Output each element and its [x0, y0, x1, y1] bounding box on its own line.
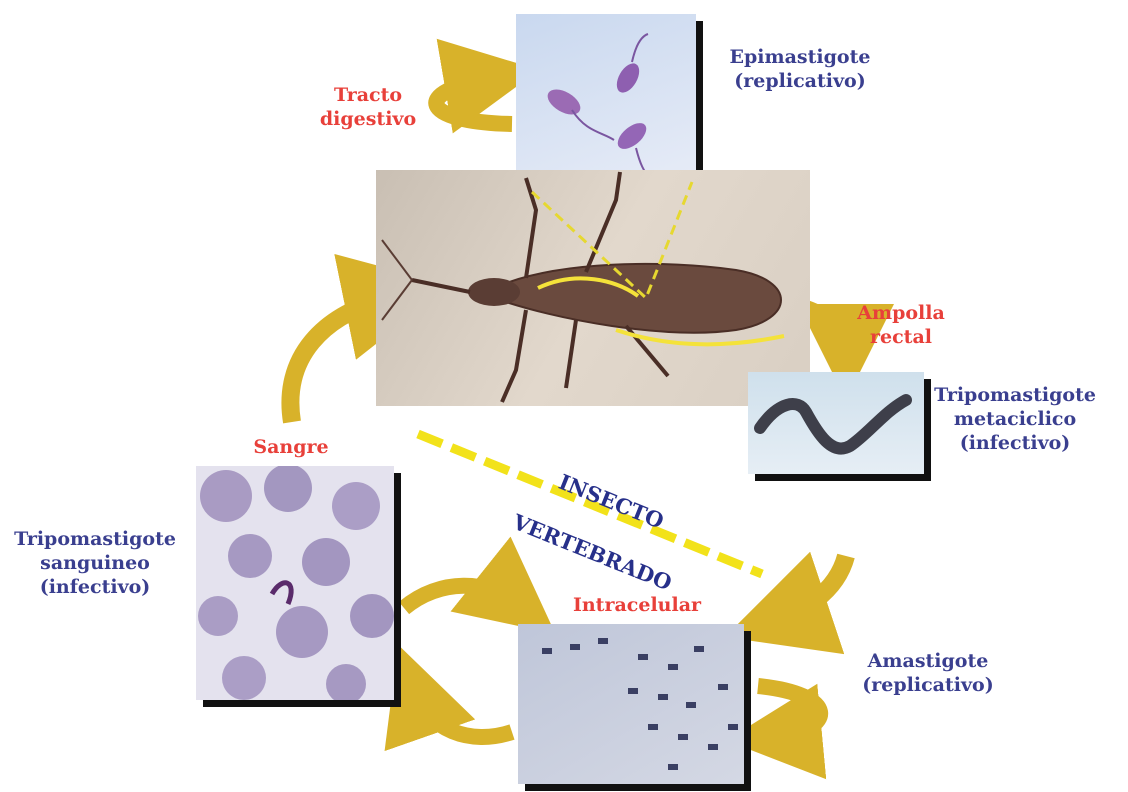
sangre-label: Sangre: [246, 436, 336, 460]
epimastigote-label: Epimastigote (replicativo): [720, 46, 880, 94]
sanguineo-line-1: Tripomastigote: [6, 528, 184, 552]
tripomastigote-metaciclico-label: Tripomastigote metaciclico (infectivo): [930, 384, 1100, 455]
metaciclico-parasite: [748, 372, 924, 474]
metaciclico-line-1: Tripomastigote: [930, 384, 1100, 408]
ampolla-rectal-label: Ampolla rectal: [846, 302, 956, 350]
amastigote-loop-arrow: [758, 686, 820, 736]
triatomine-bug: [376, 170, 810, 406]
metaciclico-line-2: metaciclico: [930, 408, 1100, 432]
metaciclico-to-intracelular-arrow: [776, 556, 846, 620]
ampolla-line-2: rectal: [846, 326, 956, 350]
intracelular-image: [518, 624, 744, 784]
intracelular-to-sanguineo-arrow: [414, 690, 512, 737]
ampolla-line-1: Ampolla: [846, 302, 956, 326]
sanguineo-line-3: (infectivo): [6, 576, 184, 600]
amastigote-cells: [518, 624, 744, 784]
intracelular-label: Intracelular: [562, 594, 712, 618]
tracto-line-1: Tracto: [318, 84, 418, 108]
epimastigote-parasites: [516, 14, 696, 184]
epimastigote-line-1: Epimastigote: [720, 46, 880, 70]
tracto-line-2: digestivo: [318, 108, 418, 132]
sanguineo-line-2: sanguineo: [6, 552, 184, 576]
epimastigote-line-2: (replicativo): [720, 70, 880, 94]
metaciclico-line-3: (infectivo): [930, 432, 1100, 456]
tripomastigote-sanguineo-label: Tripomastigote sanguineo (infectivo): [6, 528, 184, 599]
metaciclico-image: [748, 372, 924, 474]
tracto-loop-arrow: [436, 78, 512, 124]
tracto-digestivo-label: Tracto digestivo: [318, 84, 418, 132]
blood-cells: [196, 466, 394, 700]
epimastigote-image: [516, 14, 696, 184]
amastigote-line-2: (replicativo): [848, 674, 1008, 698]
insect-image: [376, 170, 810, 406]
sanguineo-image: [196, 466, 394, 700]
amastigote-label: Amastigote (replicativo): [848, 650, 1008, 698]
sanguineo-to-intracelular-arrow: [404, 586, 518, 608]
amastigote-line-1: Amastigote: [848, 650, 1008, 674]
